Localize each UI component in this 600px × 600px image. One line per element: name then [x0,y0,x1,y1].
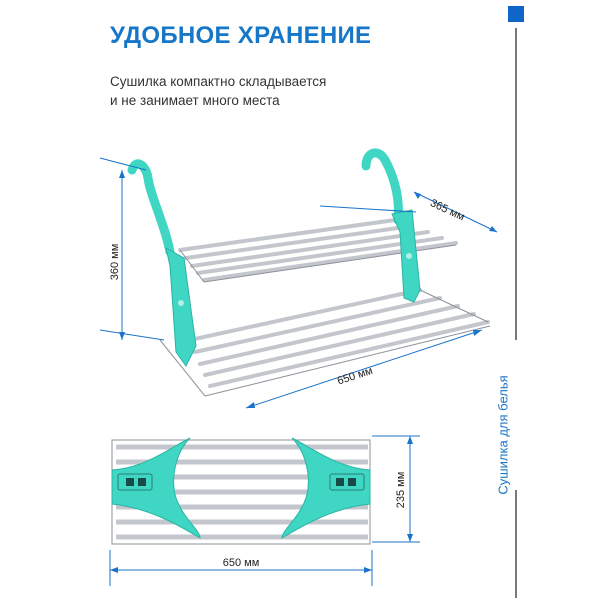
description-line-1: Сушилка компактно складывается [110,74,327,89]
left-leg [165,247,197,367]
dimension-lines-folded [109,435,420,586]
dimension-arrows-folded [110,436,413,573]
right-folded-clip [329,473,365,491]
folded-height-dimension-label: 235 мм [395,472,407,509]
rack-folded [111,437,371,545]
width-dimension-label: 650 мм [336,365,374,388]
right-hook [361,148,403,225]
lower-shelf-frame [159,289,491,397]
depth-dimension-label: 365 мм [428,197,466,223]
left-folded-clip [117,473,153,491]
height-dimension-label: 360 мм [109,244,121,281]
dimension-arrows-3d [119,170,497,408]
side-label: Сушилка для белья [495,375,511,495]
page-title: УДОБНОЕ ХРАНЕНИЕ [110,22,372,49]
dimension-lines-3d [99,157,498,409]
description-line-2: и не занимает много места [110,93,280,108]
right-folded-bracket [281,437,371,539]
left-hook [127,159,175,257]
accent-square [508,6,524,22]
folded-width-dimension-label: 650 мм [223,557,260,569]
rack-3d [127,148,491,397]
left-folded-bracket [111,437,201,539]
description: Сушилка компактно складывается и не зани… [110,72,326,110]
lower-shelf-bars [188,288,490,388]
